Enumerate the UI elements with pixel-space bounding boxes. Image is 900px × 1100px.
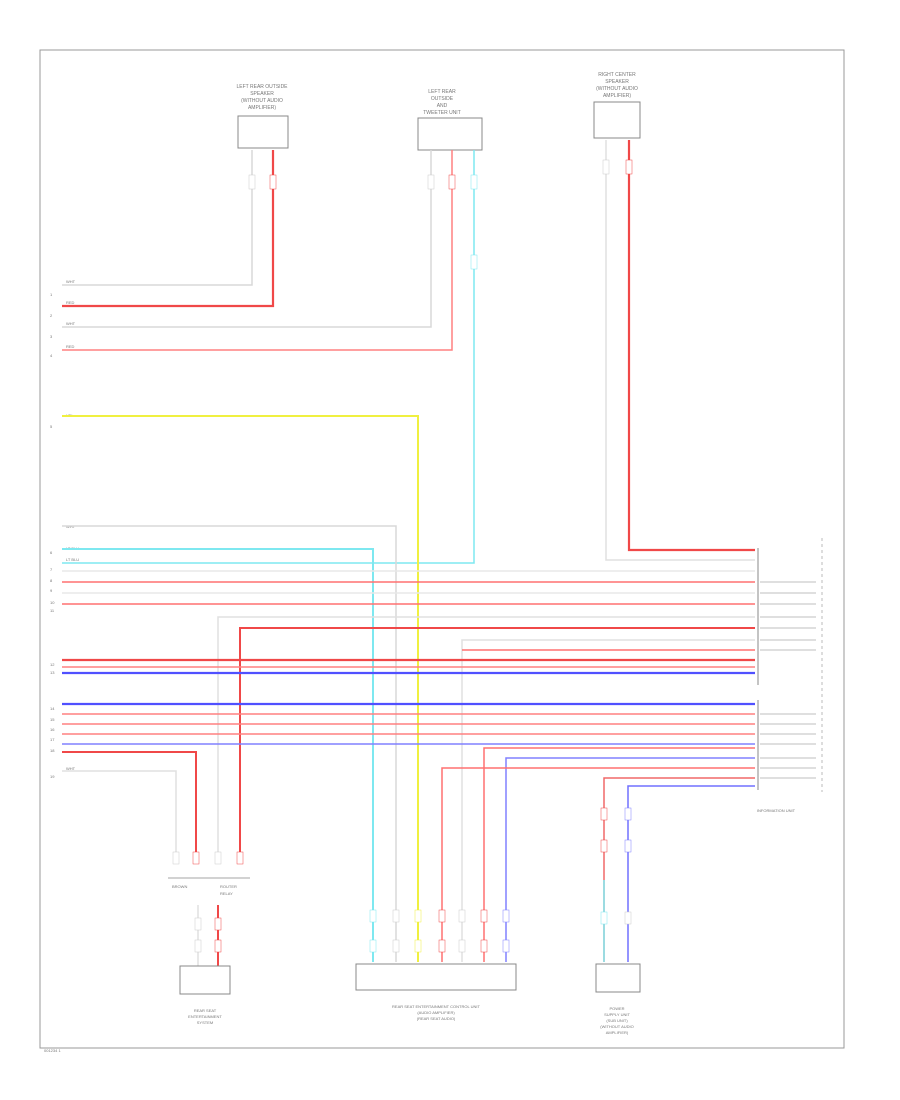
component-label-line: OUTSIDE <box>431 96 454 102</box>
svg-text:16: 16 <box>50 727 55 732</box>
component-top-left: LEFT REAR OUTSIDE SPEAKER (WITHOUT AUDIO… <box>236 84 289 149</box>
component-label-line: (SUB UNIT) <box>606 1018 628 1023</box>
svg-text:9: 9 <box>50 588 53 593</box>
svg-text:WHT: WHT <box>66 279 76 284</box>
component-top-mid: LEFT REAR OUTSIDE AND TWEETER UNIT <box>417 89 483 151</box>
svg-text:7: 7 <box>50 567 53 572</box>
component-label-line: LEFT REAR <box>428 89 456 95</box>
connector-stubs <box>172 807 632 953</box>
component-label-line: SYSTEM <box>197 1020 213 1025</box>
component-label-line: RIGHT CENTER <box>598 72 636 78</box>
component-bottom-right: POWER SUPPLY UNIT (SUB UNIT) (WITHOUT AU… <box>595 963 641 1035</box>
component-label-line: AMPLIFIER) <box>248 105 276 111</box>
svg-text:19: 19 <box>50 774 55 779</box>
component-bottom-left: BROWN ROUTER RELAY REAR SEAT ENTERTAINME… <box>168 877 250 1025</box>
left-pin-labels: 1 2 3 4 5 6 7 8 9 10 11 12 13 14 15 16 1… <box>50 292 55 779</box>
information-unit: INFORMATION UNIT <box>757 538 823 813</box>
svg-text:12: 12 <box>50 662 55 667</box>
left-wire-labels: WHT RED WHT RED YEL WHT LT BLU LT BLU WH… <box>66 279 79 771</box>
svg-text:RED: RED <box>66 300 75 305</box>
svg-text:17: 17 <box>50 737 55 742</box>
svg-text:8: 8 <box>50 578 53 583</box>
component-label-line: POWER <box>609 1006 624 1011</box>
component-label-line: (REAR SEAT AUDIO) <box>417 1016 456 1021</box>
svg-text:14: 14 <box>50 706 55 711</box>
component-bottom-mid: REAR SEAT ENTERTAINMENT CONTROL UNIT (AU… <box>355 963 517 1021</box>
svg-text:2: 2 <box>50 313 53 318</box>
component-label-line: REAR SEAT <box>194 1008 217 1013</box>
svg-text:WHT: WHT <box>66 321 76 326</box>
diagram-border <box>39 49 845 1049</box>
component-label-line: (AUDIO AMPLIFIER) <box>417 1010 455 1015</box>
svg-text:18: 18 <box>50 748 55 753</box>
svg-text:4: 4 <box>50 353 53 358</box>
svg-text:11: 11 <box>50 608 55 613</box>
bus-wires <box>62 570 755 962</box>
svg-text:1: 1 <box>50 292 53 297</box>
mid-label: ROUTER <box>220 884 237 889</box>
information-unit-label: INFORMATION UNIT <box>757 808 796 813</box>
component-label-line: (WITHOUT AUDIO <box>596 86 638 92</box>
svg-text:WHT: WHT <box>66 766 76 771</box>
component-label-line: AND <box>437 103 448 109</box>
mid-label: RELAY <box>220 891 233 896</box>
svg-text:15: 15 <box>50 717 55 722</box>
component-label-line: TWEETER UNIT <box>423 110 461 116</box>
component-label-line: ENTERTAINMENT <box>188 1014 222 1019</box>
component-label-line: (WITHOUT AUDIO <box>600 1024 633 1029</box>
mid-label: BROWN <box>172 884 187 889</box>
svg-text:6: 6 <box>50 550 53 555</box>
component-label-line: AMPLIFIER) <box>603 93 631 99</box>
component-label-line: LEFT REAR OUTSIDE <box>236 84 288 90</box>
component-label-line: SUPPLY UNIT <box>604 1012 630 1017</box>
component-label-line: (WITHOUT AUDIO <box>241 98 283 104</box>
component-top-right: RIGHT CENTER SPEAKER (WITHOUT AUDIO AMPL… <box>593 72 641 139</box>
component-label-line: SPEAKER <box>250 91 274 97</box>
svg-text:5: 5 <box>50 424 53 429</box>
component-label-line: AMPLIFIER) <box>606 1030 629 1035</box>
footer-code: 001234 1 <box>44 1048 61 1053</box>
svg-text:10: 10 <box>50 600 55 605</box>
svg-text:LT BLU: LT BLU <box>66 557 79 562</box>
svg-text:13: 13 <box>50 670 55 675</box>
component-label-line: SPEAKER <box>605 79 629 85</box>
component-label-line: REAR SEAT ENTERTAINMENT CONTROL UNIT <box>392 1004 480 1009</box>
svg-text:3: 3 <box>50 334 53 339</box>
svg-text:RED: RED <box>66 344 75 349</box>
